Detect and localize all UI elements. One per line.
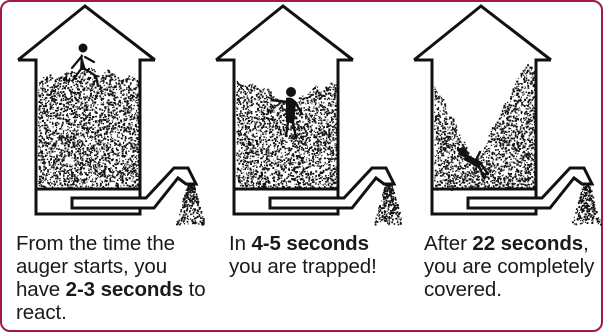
caption-panel-1: From the time the auger starts, you have… [16, 232, 206, 324]
panel-3-bin-illustration [406, 4, 606, 230]
panel-1-bin-illustration [10, 4, 210, 230]
caption-panel-3: After 22 seconds, you are completely cov… [424, 232, 602, 301]
caption-panel-3-emphasis: 22 seconds [472, 232, 583, 255]
grain-spill [572, 184, 602, 225]
caption-panel-2-text-a: In [229, 232, 252, 255]
grain-spill [176, 184, 205, 225]
caption-panel-2: In 4-5 seconds you are trapped! [229, 232, 399, 278]
caption-panel-2-emphasis: 4-5 seconds [252, 232, 369, 255]
caption-panel-3-text-a: After [424, 232, 472, 255]
panel-2-bin-illustration [208, 4, 408, 230]
grain-fill [38, 68, 140, 191]
caption-panel-1-emphasis: 2-3 seconds [66, 278, 183, 301]
grain-spill [375, 184, 402, 225]
caption-panel-2-text-b: you are trapped! [229, 255, 377, 278]
